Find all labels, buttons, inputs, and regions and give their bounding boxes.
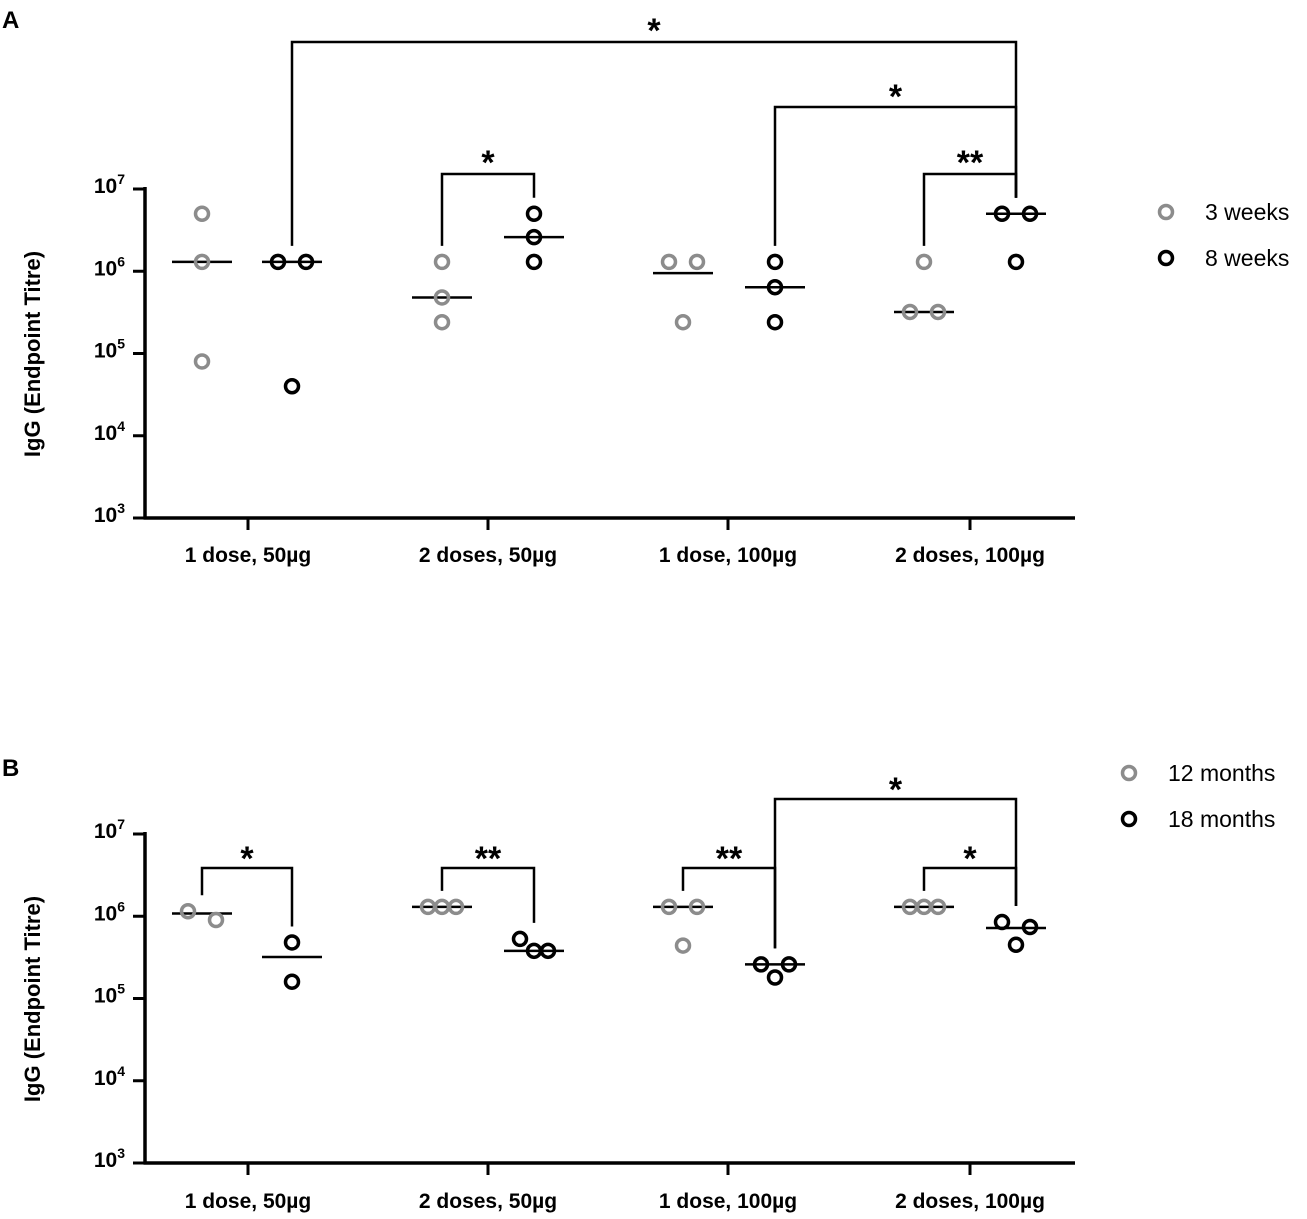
data-point	[688, 253, 706, 271]
data-point	[179, 903, 197, 920]
data-point	[1021, 918, 1039, 936]
significance-bracket	[773, 797, 1018, 949]
data-point	[525, 228, 543, 246]
data-point	[193, 353, 211, 370]
category-label: 1 dose, 100µg	[659, 1190, 797, 1213]
y-axis-title: IgG (Endpoint Titre)	[20, 896, 45, 1102]
legend-label: 3 weeks	[1205, 199, 1289, 225]
y-tick-label: 103	[94, 1145, 125, 1172]
y-tick-label: 104	[94, 418, 125, 445]
significance-label: **	[475, 840, 502, 878]
y-tick-label: 107	[94, 816, 125, 843]
data-point	[915, 253, 933, 271]
legend-marker	[1120, 764, 1138, 782]
data-point	[539, 942, 557, 960]
legend-marker	[1157, 249, 1175, 267]
significance-bracket	[922, 172, 1018, 246]
significance-bracket	[200, 866, 294, 927]
data-point	[929, 303, 947, 321]
y-tick-label: 103	[94, 500, 125, 527]
data-point	[901, 303, 919, 321]
category-label: 1 dose, 50µg	[185, 1190, 311, 1213]
category-label: 1 dose, 100µg	[659, 544, 797, 567]
data-point	[993, 205, 1011, 223]
y-tick-label: 106	[94, 898, 125, 925]
significance-label: **	[957, 144, 984, 182]
data-point	[660, 253, 678, 271]
data-point	[433, 313, 451, 331]
category-label: 2 doses, 50µg	[419, 1190, 557, 1213]
data-point	[1007, 936, 1025, 954]
data-point	[993, 913, 1011, 931]
data-point	[674, 937, 692, 954]
data-point	[283, 377, 301, 395]
significance-bracket	[440, 172, 536, 246]
y-axis-title: IgG (Endpoint Titre)	[20, 251, 45, 457]
significance-bracket	[922, 866, 1018, 907]
significance-bracket	[440, 866, 536, 923]
data-point	[283, 973, 301, 990]
data-point	[525, 205, 543, 223]
significance-label: *	[647, 12, 661, 50]
data-point	[660, 898, 678, 916]
panel-letter: B	[2, 755, 19, 782]
category-label: 2 doses, 50µg	[419, 544, 557, 567]
data-point	[752, 956, 770, 973]
significance-label: *	[889, 78, 903, 116]
legend-label: 18 months	[1168, 806, 1275, 832]
data-point	[207, 911, 225, 929]
data-point	[525, 253, 543, 271]
category-label: 1 dose, 50µg	[185, 544, 311, 567]
legend-label: 8 weeks	[1205, 245, 1289, 271]
data-point	[1007, 253, 1025, 271]
panel-letter: A	[2, 7, 19, 34]
category-label: 2 doses, 100µg	[895, 544, 1045, 567]
legend-marker	[1157, 203, 1175, 221]
data-point	[269, 253, 287, 271]
y-tick-label: 105	[94, 981, 125, 1008]
significance-label: *	[240, 840, 254, 878]
data-point	[1021, 205, 1039, 223]
y-tick-label: 105	[94, 336, 125, 363]
data-point	[193, 205, 211, 223]
data-point	[780, 956, 798, 973]
significance-label: *	[481, 144, 495, 182]
data-point	[433, 289, 451, 306]
significance-bracket	[681, 866, 777, 949]
data-point	[674, 313, 692, 331]
significance-label: **	[716, 840, 743, 878]
data-point	[766, 278, 784, 296]
data-point	[766, 313, 784, 331]
significance-bracket	[773, 105, 1018, 246]
data-point	[929, 898, 947, 916]
data-point	[766, 253, 784, 271]
legend-label: 12 months	[1168, 760, 1275, 786]
y-tick-label: 107	[94, 171, 125, 198]
data-point	[688, 898, 706, 916]
significance-label: *	[889, 771, 903, 809]
data-point	[297, 253, 315, 271]
data-point	[283, 934, 301, 951]
data-point	[193, 253, 211, 271]
legend-marker	[1120, 810, 1138, 828]
y-tick-label: 106	[94, 253, 125, 280]
y-tick-label: 104	[94, 1063, 125, 1090]
data-point	[447, 898, 465, 916]
data-point	[511, 930, 529, 948]
significance-label: *	[963, 840, 977, 878]
category-label: 2 doses, 100µg	[895, 1190, 1045, 1213]
data-point	[766, 969, 784, 986]
significance-bracket	[290, 40, 1018, 246]
data-point	[433, 253, 451, 271]
